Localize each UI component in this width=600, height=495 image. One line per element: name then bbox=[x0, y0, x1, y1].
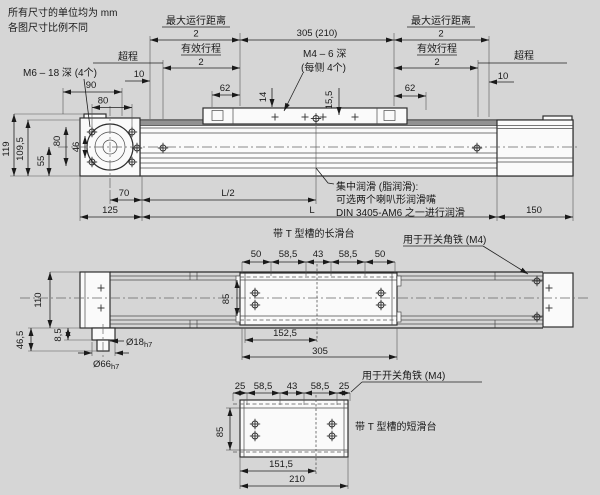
side-view-dimensions: 50 58,5 43 58,5 50 110 85 46,5 8,5 Ø18 h… bbox=[15, 227, 529, 371]
switch-bracket-note-side: 用于开关角铁 (M4) bbox=[403, 233, 486, 246]
note-lube-line2: 可选两个喇叭形润滑嘴 bbox=[336, 193, 436, 206]
dim-46: 46 bbox=[71, 142, 82, 153]
short-slide-dimensions: 用于开关角铁 (M4) 25 58,5 43 58,5 25 85 151,5 … bbox=[215, 369, 482, 489]
dim-dia18-tol: h7 bbox=[144, 340, 152, 349]
short-slide-drawing bbox=[233, 395, 350, 474]
dim-46-5: 46,5 bbox=[15, 331, 26, 350]
end-block-side bbox=[542, 272, 574, 328]
note-units: 所有尺寸的单位均为 mm bbox=[8, 6, 117, 19]
long-slide-side bbox=[239, 272, 398, 326]
dim-55: 55 bbox=[36, 156, 47, 167]
switch-bracket-hole-mark bbox=[531, 311, 543, 323]
dim-305: 305 bbox=[312, 346, 328, 357]
dim-50-a: 50 bbox=[251, 249, 262, 260]
dim-80-top: 80 bbox=[98, 96, 109, 107]
dim-dia66-tol: h7 bbox=[111, 362, 119, 371]
dim-125: 125 bbox=[102, 205, 118, 216]
dim-210: 210 bbox=[289, 474, 305, 485]
dim-62-right: 62 bbox=[405, 83, 416, 94]
dim-119: 119 bbox=[1, 141, 12, 156]
dim-10-left: 10 bbox=[134, 69, 145, 80]
dim-58-5-a: 58,5 bbox=[279, 249, 298, 260]
dim-overrun-right-label: 超程 bbox=[514, 49, 534, 62]
note-m4-line2: (每侧 4个) bbox=[301, 61, 346, 74]
switch-bracket-hole-mark bbox=[531, 275, 543, 287]
note-m6: M6 – 18 深 (4个) bbox=[23, 67, 97, 79]
dim-50-b: 50 bbox=[375, 249, 386, 260]
top-view-dimensions: 最大运行距离 2 305 (210) 最大运行距离 2 有效行程 2 有效行程 … bbox=[1, 14, 574, 221]
dim-62-left: 62 bbox=[220, 83, 231, 94]
drive-head-side bbox=[79, 271, 111, 329]
long-slide-title: 带 T 型槽的长滑台 bbox=[273, 227, 354, 240]
dim-150: 150 bbox=[526, 205, 542, 216]
note-lube-line3: DIN 3405-AM6 之一进行润滑 bbox=[336, 206, 465, 219]
dim-80-vertical: 80 bbox=[52, 136, 63, 147]
end-block bbox=[496, 119, 574, 177]
dim-25-a: 25 bbox=[235, 381, 246, 392]
dim-effective-left-label: 有效行程 bbox=[181, 42, 221, 55]
dim-305-210: 305 (210) bbox=[297, 28, 338, 39]
dim-effective-right-denom: 2 bbox=[434, 57, 439, 68]
dim-effective-left-denom: 2 bbox=[198, 57, 203, 68]
dim-15-5: 15,5 bbox=[324, 91, 335, 110]
dim-25-b: 25 bbox=[339, 381, 350, 392]
dim-110: 110 bbox=[33, 292, 44, 307]
dim-43-a: 43 bbox=[313, 249, 324, 260]
note-scale: 各图尺寸比例不同 bbox=[8, 21, 88, 34]
dim-effective-right-label: 有效行程 bbox=[417, 42, 457, 55]
short-slide-plate bbox=[239, 399, 349, 458]
note-lube-line1: 集中润滑 (脂润滑): bbox=[336, 180, 418, 193]
dim-58-5-c: 58,5 bbox=[254, 381, 273, 392]
dim-max-travel-left-denom: 2 bbox=[193, 29, 198, 40]
note-m4-line1: M4 – 6 深 bbox=[303, 48, 346, 60]
dim-8-5: 8,5 bbox=[53, 328, 64, 341]
dim-151-5: 151,5 bbox=[269, 459, 293, 470]
side-view-drawing bbox=[20, 264, 588, 358]
short-slide-title: 带 T 型槽的短滑台 bbox=[355, 420, 436, 433]
dim-overrun-left-label: 超程 bbox=[118, 50, 138, 63]
switch-bracket-note-short: 用于开关角铁 (M4) bbox=[362, 369, 445, 382]
dim-max-travel-right-denom: 2 bbox=[438, 29, 443, 40]
dim-58-5-b: 58,5 bbox=[339, 249, 358, 260]
dim-l: L bbox=[309, 205, 314, 216]
dim-90: 90 bbox=[86, 80, 97, 91]
dim-70: 70 bbox=[119, 188, 130, 199]
dim-dia18: Ø18 bbox=[126, 337, 144, 348]
dim-85-short: 85 bbox=[215, 427, 226, 438]
pilot-collar bbox=[91, 327, 116, 341]
dim-l-half: L/2 bbox=[221, 188, 234, 199]
dim-14: 14 bbox=[258, 92, 269, 103]
dim-dia66: Ø66 bbox=[93, 359, 111, 370]
dim-43-b: 43 bbox=[287, 381, 298, 392]
top-view-drawing bbox=[58, 106, 580, 190]
dim-109-5: 109,5 bbox=[15, 137, 26, 161]
dim-max-travel-left-label: 最大运行距离 bbox=[166, 14, 226, 27]
dim-152-5: 152,5 bbox=[273, 328, 297, 339]
dim-58-5-d: 58,5 bbox=[311, 381, 330, 392]
dim-85-long: 85 bbox=[221, 294, 232, 305]
dim-10-right: 10 bbox=[498, 71, 509, 82]
dim-max-travel-right-label: 最大运行距离 bbox=[411, 14, 471, 27]
